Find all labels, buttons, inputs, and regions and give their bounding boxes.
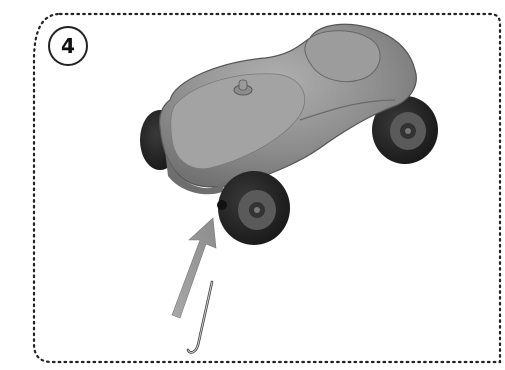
insert-direction-arrow bbox=[172, 218, 216, 318]
car-body bbox=[160, 24, 417, 194]
hook-pin-part bbox=[188, 282, 212, 352]
